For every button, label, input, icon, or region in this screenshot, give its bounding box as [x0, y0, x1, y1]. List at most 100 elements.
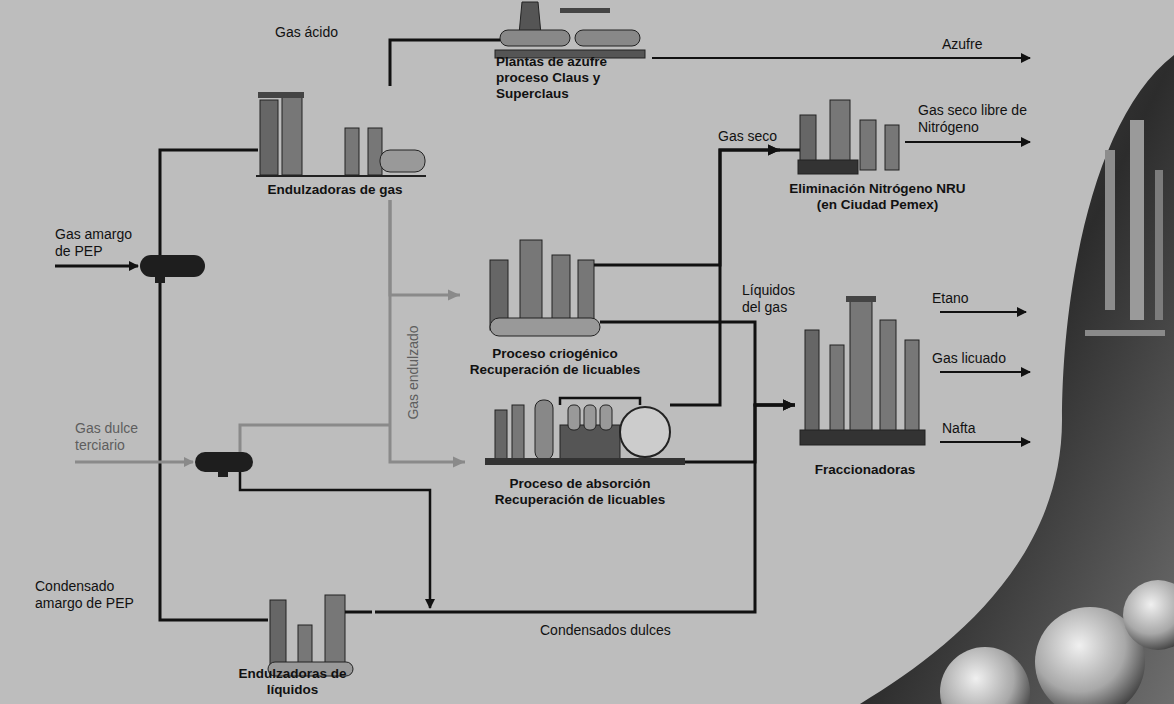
unit-label: Eliminación Nitrógeno NRU: [789, 181, 965, 197]
stream-label: Condensado amargo de PEP: [35, 578, 147, 612]
unit-caption: Eliminación Nitrógeno NRU(en Ciudad Peme…: [787, 181, 967, 215]
arrow-head: [783, 400, 795, 411]
unit-label: Plantas de azufre proceso Claus y Superc…: [496, 54, 628, 102]
pipe: [600, 321, 650, 324]
pipe: [560, 398, 640, 405]
stream-label: Gas seco libre de Nitrógeno: [918, 102, 1040, 136]
process-unit: Proceso de absorciónRecuperación de licu…: [465, 390, 695, 510]
stream-label: Gas licuado: [932, 350, 1006, 367]
tower: [578, 260, 594, 320]
unit-label: Endulzadoras de gas: [267, 182, 402, 198]
tank: [380, 150, 425, 172]
stream-label: Líquidos del gas: [742, 282, 812, 316]
tower-cap: [846, 296, 876, 302]
flow-line: [695, 405, 795, 462]
pipe: [594, 264, 650, 267]
flow-line: [695, 150, 780, 405]
process-unit: Plantas de azufre proceso Claus y Superc…: [480, 0, 655, 104]
unit-caption: Proceso criogénicoRecuperación de licuab…: [468, 346, 642, 380]
tower: [805, 330, 819, 440]
photo-structure: [1085, 330, 1165, 336]
vessel: [575, 30, 640, 46]
unit-caption: Endulzadoras de líquidos: [211, 666, 374, 700]
arrow-head: [783, 400, 795, 411]
pipe: [345, 611, 372, 614]
arrow-head: [768, 145, 780, 156]
flow-line: [650, 322, 795, 405]
output-line: [940, 371, 1030, 373]
tower: [880, 320, 896, 440]
separator-stand: [218, 472, 228, 477]
unit-label: Recuperación de licuables: [495, 492, 665, 508]
input-line: [75, 461, 193, 464]
tower: [830, 345, 844, 440]
pipe: [560, 8, 610, 13]
stream-label: Nafta: [942, 420, 975, 437]
tower: [905, 340, 919, 440]
stream-label: Gas dulce terciario: [75, 420, 155, 454]
output-line: [940, 311, 1026, 313]
vessel: [500, 30, 570, 46]
vessel: [600, 405, 612, 430]
process-line: [160, 283, 268, 620]
process-unit: Endulzadoras de líquidos: [210, 585, 375, 700]
arrow-head: [453, 457, 465, 468]
separator-drum: [195, 452, 253, 472]
tower: [885, 125, 899, 170]
process-unit: Endulzadoras de gas: [240, 86, 430, 200]
arrow-head: [783, 400, 795, 411]
vessel: [512, 405, 524, 460]
photo-structure: [1155, 170, 1163, 320]
unit-caption: Proceso de absorciónRecuperación de licu…: [493, 476, 667, 510]
unit-label: Proceso de absorción: [495, 476, 665, 492]
flow-line: [390, 200, 460, 295]
unit-caption: Endulzadoras de gas: [265, 182, 404, 200]
base-line: [800, 430, 925, 445]
tower: [282, 95, 302, 175]
tank: [798, 160, 858, 174]
tower-cap: [258, 92, 304, 98]
stream-label: Gas endulzado: [405, 325, 422, 419]
photo-structure: [1130, 120, 1144, 320]
photo-sphere-tank: [1123, 580, 1174, 650]
photo-sphere-tank: [940, 647, 1030, 704]
pipe: [670, 404, 695, 407]
tower: [368, 128, 382, 175]
tower: [850, 300, 872, 440]
process-line: [160, 150, 258, 255]
flow-line: [390, 40, 480, 86]
process-line: [240, 425, 390, 452]
tower: [520, 240, 542, 330]
flow-line: [375, 405, 795, 612]
pipe: [780, 149, 800, 152]
base-line: [256, 175, 426, 177]
unit-label: Recuperación de licuables: [470, 362, 640, 378]
arrow-head: [448, 290, 460, 301]
process-line: [240, 472, 430, 608]
vessel: [568, 405, 580, 430]
vessel: [535, 400, 553, 460]
tower: [345, 128, 359, 175]
base-line: [485, 458, 685, 465]
photo-structure: [1105, 150, 1115, 310]
tower: [860, 120, 876, 170]
arrow-head: [768, 145, 780, 156]
output-line: [940, 441, 1030, 443]
output-line: [652, 57, 1030, 59]
tower: [260, 100, 278, 175]
process-unit: Fraccionadoras: [795, 290, 935, 480]
stream-label: Gas seco: [718, 128, 777, 145]
tank: [490, 318, 600, 336]
separator-stand: [155, 277, 165, 283]
unit-caption: Fraccionadoras: [813, 462, 918, 480]
unit-label: Endulzadoras de líquidos: [213, 666, 372, 698]
stream-label: Azufre: [942, 36, 982, 53]
vessel: [495, 410, 507, 460]
flow-line: [650, 150, 780, 265]
separator-drum: [140, 255, 205, 277]
unit-label: Fraccionadoras: [815, 462, 916, 478]
vessel: [584, 405, 596, 430]
stream-label: Etano: [932, 290, 969, 307]
pipe: [685, 461, 695, 464]
